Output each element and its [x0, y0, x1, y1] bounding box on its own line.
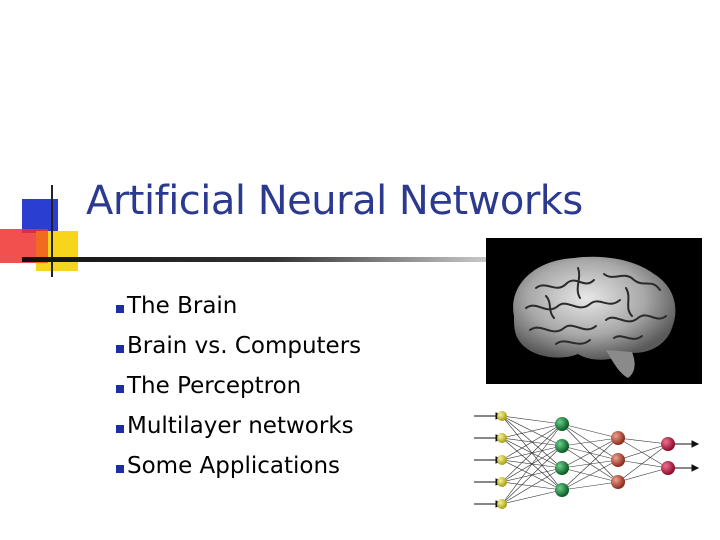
title-underline: [22, 257, 582, 262]
bullet-item: Some Applications: [116, 446, 361, 486]
brain-icon: [513, 256, 676, 378]
title-decoration: [0, 185, 78, 277]
bullet-list: The Brain Brain vs. Computers The Percep…: [116, 286, 361, 486]
bullet-text: Brain vs. Computers: [127, 333, 362, 359]
bullet-item: Brain vs. Computers: [116, 326, 361, 366]
bullet-item: The Perceptron: [116, 366, 361, 406]
output-nodes: [661, 437, 675, 475]
neural-network-diagram: [474, 411, 700, 509]
bullet-square-icon: [116, 345, 124, 353]
bullet-square-icon: [116, 385, 124, 393]
bullet-square-icon: [116, 465, 124, 473]
bullet-square-icon: [116, 305, 124, 313]
bullet-text: Some Applications: [127, 453, 341, 479]
input-nodes: [497, 411, 507, 509]
hidden-nodes-2: [611, 431, 625, 489]
deco-red-overlap: [36, 231, 48, 263]
slide-title: Artificial Neural Networks: [86, 178, 583, 224]
bullet-text: Multilayer networks: [127, 413, 354, 439]
bullet-item: The Brain: [116, 286, 361, 326]
bullet-square-icon: [116, 425, 124, 433]
brain-photo: [486, 238, 702, 384]
bullet-text: The Brain: [127, 293, 238, 319]
bullet-text: The Perceptron: [127, 373, 302, 399]
bullet-item: Multilayer networks: [116, 406, 361, 446]
hidden-nodes-1: [555, 417, 569, 497]
